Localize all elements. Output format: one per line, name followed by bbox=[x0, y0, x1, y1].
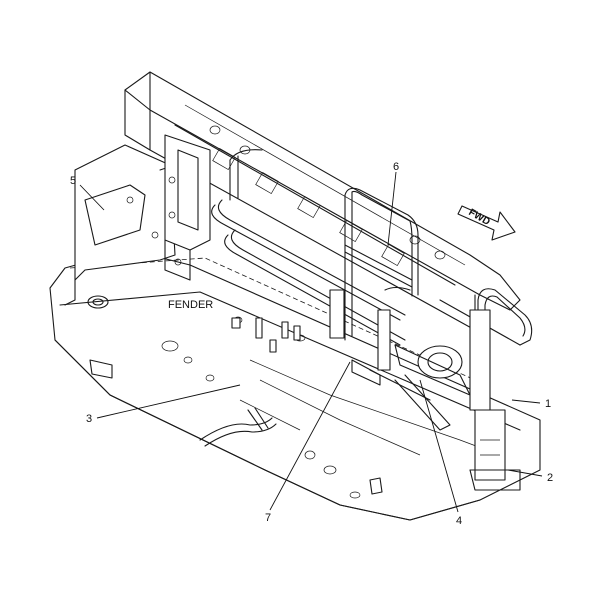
callout-4: 4 bbox=[456, 515, 462, 527]
actuator-linkage bbox=[351, 344, 471, 431]
callout-6: 6 bbox=[393, 161, 399, 173]
fender-plate bbox=[49, 249, 541, 521]
callout-5: 5 bbox=[70, 175, 76, 187]
callout-7: 7 bbox=[265, 512, 271, 524]
handrail bbox=[329, 187, 419, 371]
callout-3: 3 bbox=[86, 413, 92, 425]
front-rail bbox=[439, 288, 533, 491]
fwd-arrow: FWD bbox=[457, 205, 516, 241]
fwd-label: FWD bbox=[467, 207, 492, 228]
callout-2: 2 bbox=[547, 472, 553, 484]
tube-rails bbox=[211, 149, 406, 346]
side-bracket bbox=[64, 144, 176, 306]
callout-1: 1 bbox=[545, 398, 551, 410]
leader-lines bbox=[79, 171, 543, 513]
fender-label: FENDER bbox=[168, 299, 213, 311]
hose-assembly bbox=[199, 407, 277, 447]
mount-plate bbox=[164, 134, 211, 281]
